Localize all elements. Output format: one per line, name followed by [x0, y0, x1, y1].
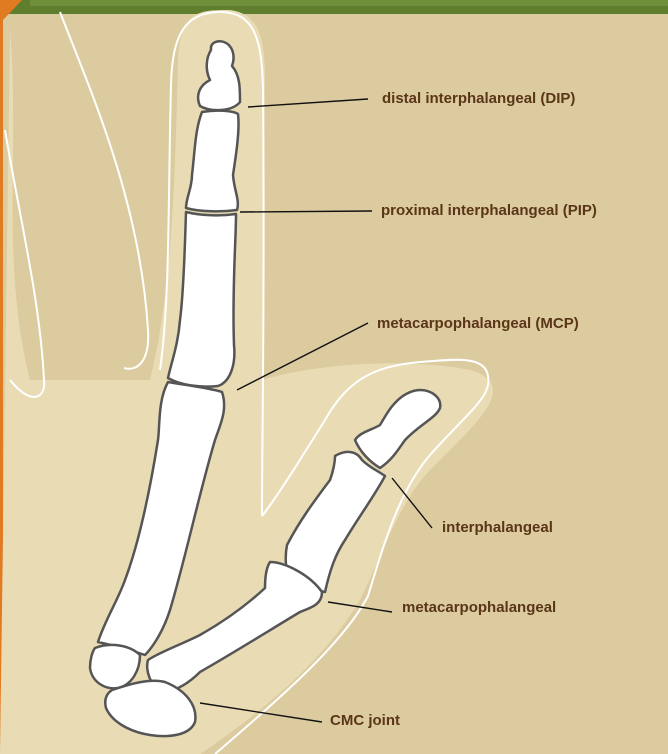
thumb-mcp-label: metacarpophalangeal — [402, 599, 556, 617]
top-bar-highlight — [30, 0, 668, 6]
mcp-label: metacarpophalangeal (MCP) — [377, 315, 579, 333]
dip-leader-line — [248, 99, 368, 107]
pip-leader-line — [240, 211, 372, 212]
pip-label: proximal interphalangeal (PIP) — [381, 202, 597, 220]
cmc-joint-label: CMC joint — [330, 712, 400, 730]
middle-finger-outline — [60, 12, 148, 369]
dip-label: distal interphalangeal (DIP) — [382, 90, 575, 108]
thumb-ip-label: interphalangeal — [442, 519, 553, 537]
